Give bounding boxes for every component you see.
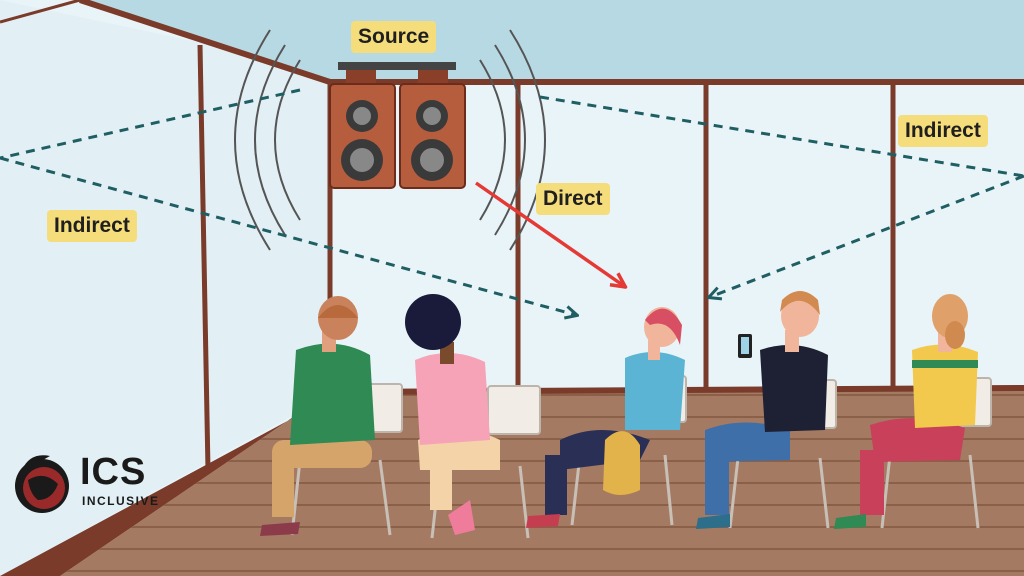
left-wall — [0, 0, 330, 576]
person-blue-shirt — [526, 307, 685, 528]
logo-subtitle: INCLUSIVE — [82, 494, 160, 508]
person-yellow-shirt — [834, 294, 978, 529]
indirect-label-right: Indirect — [898, 115, 988, 147]
globe-icon — [15, 455, 69, 513]
source-label: Source — [351, 21, 437, 53]
person-pink-top — [405, 294, 500, 535]
indirect-paths — [0, 88, 1024, 315]
corner-beam — [79, 0, 331, 85]
ics-inclusive-logo: ICS INCLUSIVE — [12, 450, 172, 522]
direct-path — [475, 181, 624, 286]
direct-label: Direct — [536, 183, 610, 215]
logo-name: ICS — [80, 451, 147, 493]
top-edge — [0, 0, 81, 24]
speaker-icon — [329, 62, 466, 189]
person-black-shirt — [696, 291, 828, 529]
sound-waves — [234, 29, 546, 251]
person-green-shirt — [260, 296, 375, 536]
indirect-label-left: Indirect — [47, 210, 137, 242]
ceiling — [80, 0, 1024, 82]
